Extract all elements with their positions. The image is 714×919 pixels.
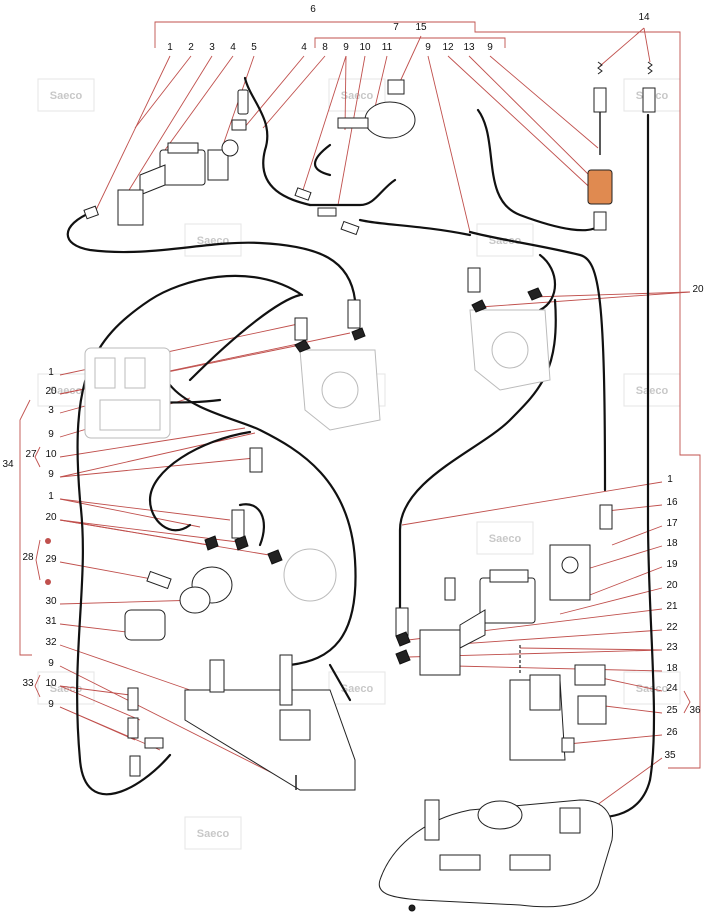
callout-top-8: 4 (301, 42, 307, 53)
brewing-assembly-ghost (84, 347, 171, 439)
left-lower-connectors (127, 687, 164, 777)
bottom-right-pump (395, 504, 613, 676)
callout-top-15: 13 (463, 42, 475, 53)
callout-top-17: 14 (638, 12, 650, 23)
callout-right-0: 20 (692, 284, 704, 295)
callout-left-7: 20 (45, 512, 57, 523)
callout-groups-3: 33 (22, 678, 34, 689)
right-lower-modules (509, 645, 607, 761)
callout-top-12: 11 (382, 42, 393, 53)
callout-left-13: 10 (45, 678, 57, 689)
watermark-brand-text: Saeco (341, 90, 374, 102)
watermark-7: Saeco (623, 373, 681, 407)
callout-left-6: 1 (48, 491, 54, 502)
callout-top-7: 15 (415, 22, 427, 33)
callout-left-4: 10 (45, 449, 57, 460)
callout-right-15: 35 (664, 750, 676, 761)
callout-right-2: 16 (666, 497, 678, 508)
callout-top-6: 7 (393, 22, 399, 33)
callout-groups-1: 27 (25, 449, 37, 460)
watermark-8: Saeco (476, 521, 534, 555)
boiler-right (469, 287, 551, 391)
callout-right-12: 25 (666, 705, 678, 716)
callout-top-0: 6 (310, 4, 316, 15)
callout-top-3: 3 (209, 42, 215, 53)
callout-right-1: 1 (667, 474, 673, 485)
callout-right-11: 24 (666, 683, 678, 694)
callout-top-5: 5 (251, 42, 257, 53)
callout-top-13: 9 (425, 42, 431, 53)
watermark-11: Saeco (623, 671, 681, 705)
callout-left-8: 29 (45, 554, 57, 565)
callout-left-10: 31 (45, 616, 57, 627)
watermark-3: Saeco (184, 223, 242, 257)
watermark-brand-text: Saeco (489, 533, 522, 545)
middle-left-group (124, 447, 337, 641)
boiler-left (294, 299, 381, 431)
callout-right-6: 20 (666, 580, 678, 591)
callout-right-10: 18 (666, 663, 678, 674)
watermark-12: Saeco (184, 816, 242, 850)
hoses (66, 76, 656, 819)
callout-left-12: 9 (48, 658, 54, 669)
watermark-brand-text: Saeco (50, 385, 83, 397)
callout-left-1: 20 (45, 386, 57, 397)
callout-left-3: 9 (48, 429, 54, 440)
callout-top-1: 1 (167, 42, 173, 53)
callout-groups-2: 28 (22, 552, 34, 563)
callout-right-3: 17 (666, 518, 678, 529)
callout-right-9: 23 (666, 642, 678, 653)
watermark-brand-text: Saeco (341, 683, 374, 695)
watermark-0: Saeco (37, 78, 95, 112)
callout-right-5: 19 (666, 559, 678, 570)
callout-right-7: 21 (666, 601, 678, 612)
callout-top-14: 12 (442, 42, 454, 53)
callout-left-11: 32 (45, 637, 57, 648)
callout-right-13: 36 (689, 705, 701, 716)
top-left-pump (83, 89, 249, 226)
callout-top-10: 9 (343, 42, 349, 53)
callout-groups-0: 34 (2, 459, 14, 470)
callout-left-0: 1 (48, 367, 54, 378)
watermark-brand-text: Saeco (636, 385, 669, 397)
base-plate (378, 799, 614, 912)
control-board (184, 654, 356, 791)
callout-top-9: 8 (322, 42, 328, 53)
callout-top-11: 10 (359, 42, 371, 53)
watermark-brand-text: Saeco (50, 90, 83, 102)
callout-left-5: 9 (48, 469, 54, 480)
valve-right-top (587, 61, 656, 231)
callout-left-9: 30 (45, 596, 57, 607)
watermark-10: Saeco (328, 671, 386, 705)
callout-right-8: 22 (666, 622, 678, 633)
callout-left-14: 9 (48, 699, 54, 710)
callout-right-4: 18 (666, 538, 678, 549)
callout-top-4: 4 (230, 42, 236, 53)
watermark-brand-text: Saeco (197, 828, 230, 840)
callout-left-2: 3 (48, 405, 54, 416)
callout-top-16: 9 (487, 42, 493, 53)
callout-right-14: 26 (666, 727, 678, 738)
flowmeter-top (294, 79, 481, 293)
callout-top-2: 2 (188, 42, 194, 53)
